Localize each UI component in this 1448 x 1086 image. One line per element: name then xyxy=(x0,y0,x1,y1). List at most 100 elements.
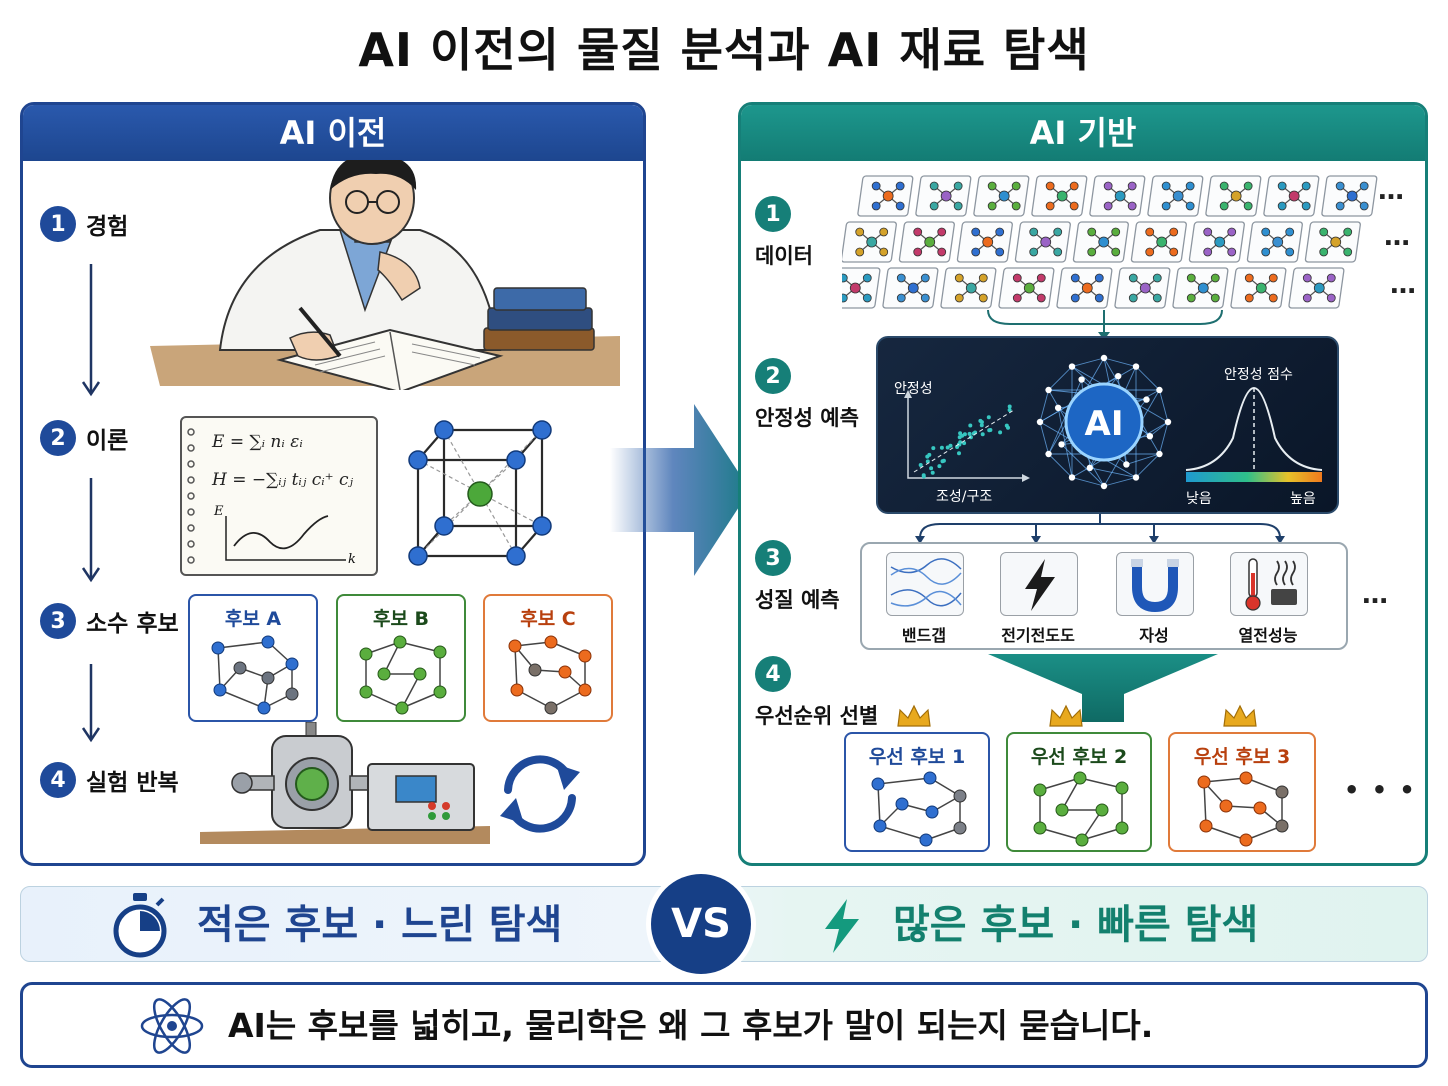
property-thermoelectric-tile xyxy=(1230,552,1308,616)
scatter-dot xyxy=(998,430,1003,435)
left-flow-arrows xyxy=(81,264,101,743)
ai-prediction-panel: 안정성 조성/구조 안정성 점수 낮음 높음 AI xyxy=(876,336,1339,514)
network-node xyxy=(1146,432,1154,440)
candidate-b-structure xyxy=(359,635,447,715)
priority-candidate-2-label: 우선 후보 2 xyxy=(1030,746,1128,768)
data-tile xyxy=(1147,175,1204,217)
crystal-lattice-illustration xyxy=(408,420,552,566)
step-label-priority-screening: 우선순위 선별 xyxy=(755,704,879,728)
scatter-dot xyxy=(980,432,985,437)
step-number: 4 xyxy=(40,762,76,798)
scatter-dot xyxy=(937,464,942,469)
scientist-illustration xyxy=(150,160,620,390)
priority-candidate-3-label: 우선 후보 3 xyxy=(1193,746,1291,768)
repeat-cycle-icon xyxy=(500,755,580,833)
data-tile xyxy=(1089,175,1146,217)
step-number: 2 xyxy=(755,358,791,394)
scatter-dot xyxy=(979,420,984,425)
network-node xyxy=(1132,474,1140,481)
step-label-few-candidates: 소수 후보 xyxy=(86,611,179,637)
step-label-theory: 이론 xyxy=(86,428,129,454)
data-tile xyxy=(1188,221,1245,263)
scatter-dot xyxy=(987,428,992,433)
experiment-apparatus-illustration xyxy=(200,722,490,844)
data-row-1-ellipsis: … xyxy=(1378,176,1406,206)
scatter-x-label: 조성/구조 xyxy=(936,489,993,505)
stopwatch-icon xyxy=(113,893,167,958)
step-label-repeated-experiments: 실험 반복 xyxy=(86,770,179,796)
step-number: 1 xyxy=(40,206,76,242)
property-magnetism-label: 자성 xyxy=(1139,626,1169,645)
priority-candidate-2-card: 우선 후보 2 xyxy=(1006,732,1152,852)
data-tile xyxy=(1321,175,1378,217)
network-node xyxy=(1068,363,1076,370)
data-tile xyxy=(1031,175,1088,217)
scatter-dot xyxy=(921,474,926,479)
data-tile xyxy=(1072,221,1129,263)
scatter-dot xyxy=(1007,404,1012,409)
screening-funnel-icon xyxy=(988,654,1218,722)
before-ai-header: AI 이전 xyxy=(23,105,643,161)
right-step-2: 2 안정성 예측 xyxy=(755,358,859,432)
scatter-y-label: 안정성 xyxy=(894,381,933,397)
ai-to-properties-connector xyxy=(915,514,1285,544)
bandgap-icon xyxy=(890,558,962,607)
candidate-b-card: 후보 B xyxy=(336,594,466,722)
network-node xyxy=(1123,461,1130,468)
crown-icon xyxy=(897,704,931,727)
data-tile xyxy=(1246,221,1303,263)
scatter-dot xyxy=(968,423,973,428)
band-axis-x: k xyxy=(348,552,356,567)
priority-candidate-2-structure xyxy=(1033,771,1129,847)
scatter-dot xyxy=(931,446,936,451)
comparison-left-text: 적은 후보 · 느린 탐색 xyxy=(197,902,563,948)
scatter-dot xyxy=(957,451,961,456)
data-tile xyxy=(998,267,1055,309)
scatter-dot xyxy=(939,445,944,450)
priority-candidate-1-label: 우선 후보 1 xyxy=(868,746,966,768)
scatter-dot xyxy=(967,431,972,436)
equation-hamiltonian: H = −∑ᵢⱼ tᵢⱼ cᵢ⁺ cⱼ xyxy=(212,470,354,490)
score-low-label: 낮음 xyxy=(1186,491,1212,507)
conclusion-text: AI는 후보를 넓히고, 물리학은 왜 그 후보가 말이 되는지 묻습니다. xyxy=(228,1006,1154,1045)
equation-energy: E = ∑ᵢ nᵢ εᵢ xyxy=(212,432,303,452)
left-step-1: 1 경험 xyxy=(40,206,128,242)
materials-data-grid xyxy=(842,175,1378,309)
network-node xyxy=(1054,404,1062,412)
score-title: 안정성 점수 xyxy=(1224,367,1293,383)
network-node xyxy=(1156,386,1163,394)
scatter-dot xyxy=(958,440,963,445)
data-tile xyxy=(956,221,1013,263)
scatter-dot xyxy=(930,470,935,475)
ai-based-header: AI 기반 xyxy=(741,105,1425,161)
data-tile xyxy=(1205,175,1262,217)
data-tile xyxy=(842,221,897,263)
candidate-a-card: 후보 A xyxy=(188,594,318,722)
scatter-dot xyxy=(927,452,932,457)
scatter-dot xyxy=(986,415,991,420)
ai-core-label: AI xyxy=(1085,404,1124,444)
scatter-dot xyxy=(945,445,950,450)
properties-ellipsis: … xyxy=(1362,580,1390,610)
network-node xyxy=(1143,396,1150,403)
property-conductivity-tile xyxy=(1000,552,1078,616)
step-label-experience: 경험 xyxy=(86,214,129,240)
network-node xyxy=(1132,363,1140,370)
lightning-icon xyxy=(825,899,859,953)
data-tile xyxy=(1304,221,1361,263)
network-node xyxy=(1100,354,1108,362)
candidate-c-structure xyxy=(508,635,592,715)
property-conductivity-label: 전기전도도 xyxy=(1001,626,1075,645)
data-tile xyxy=(857,175,914,217)
data-tile xyxy=(1230,267,1287,309)
left-step-4: 4 실험 반복 xyxy=(40,762,179,798)
priority-candidate-3-structure xyxy=(1197,771,1289,847)
property-magnetism-tile xyxy=(1116,552,1194,616)
transition-arrow-icon xyxy=(610,404,750,576)
priorities-ellipsis: • • • xyxy=(1344,776,1417,804)
magnet-icon xyxy=(1131,559,1179,613)
score-high-label: 높음 xyxy=(1290,491,1316,507)
step-label-stability-prediction: 안정성 예측 xyxy=(755,406,859,430)
data-tile xyxy=(1172,267,1229,309)
right-step-3: 3 성질 예측 xyxy=(755,540,840,614)
